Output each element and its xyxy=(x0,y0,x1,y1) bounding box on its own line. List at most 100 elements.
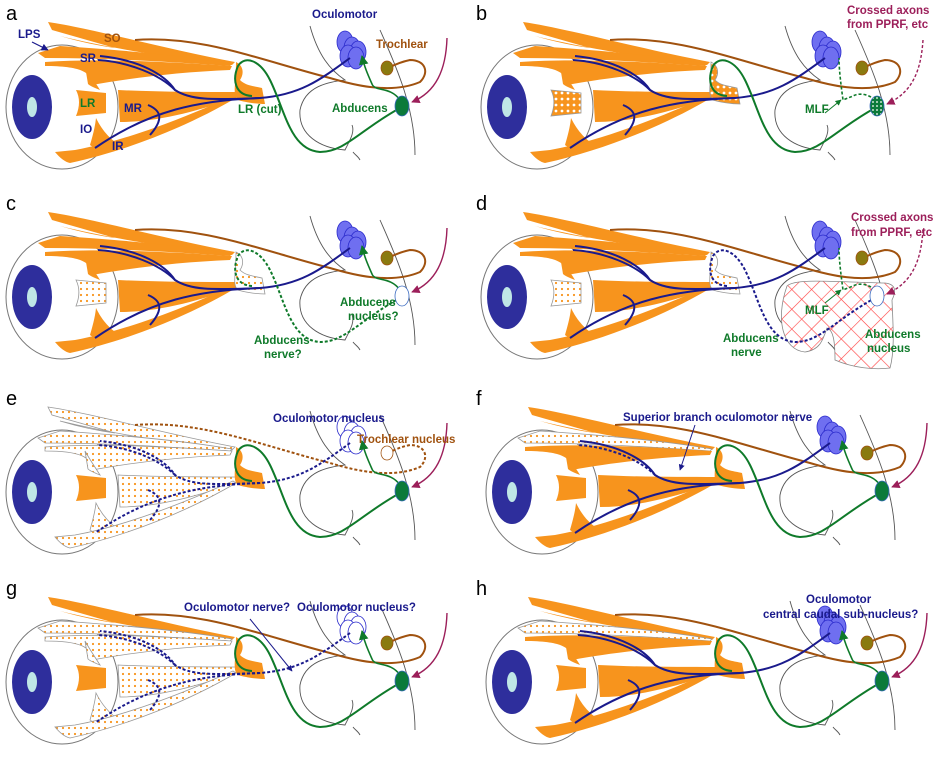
abducens-nerve xyxy=(709,249,876,344)
superior-rectus-insertion xyxy=(84,640,101,666)
label-trnuc: Trochlear nucleus xyxy=(357,434,455,446)
inferior-rectus-muscle xyxy=(530,286,711,353)
pupil xyxy=(507,672,517,692)
oculomotor-superior-branch xyxy=(572,59,651,91)
oculomotor-mr-branch xyxy=(627,679,641,711)
oculomotor-nucleus-lobe xyxy=(347,621,365,645)
panel-content xyxy=(5,597,448,745)
abducens-interneuron-axon xyxy=(358,630,401,676)
superior-rectus-insertion xyxy=(85,256,100,280)
panel-letter: e xyxy=(6,388,17,410)
oculomotor-nucleus-lobe xyxy=(347,46,365,70)
pprf-input-arrow xyxy=(886,229,924,295)
oculomotor-mr-branch xyxy=(622,294,636,326)
trochlear-nerve xyxy=(614,613,907,665)
panel-letter: a xyxy=(6,3,18,25)
label-abdnerve2: nerve? xyxy=(264,349,302,361)
label-abdnuc2: nucleus xyxy=(867,343,910,355)
brainstem-tip xyxy=(832,536,841,546)
panel-content xyxy=(480,22,924,170)
oculomotor-nerve xyxy=(574,245,826,291)
pprf-input-arrow xyxy=(886,39,924,105)
panel-content xyxy=(485,407,928,555)
brainstem-tip xyxy=(827,151,836,161)
label-ocnerve: Oculomotor nerve? xyxy=(184,602,290,614)
inferior-rectus-muscle xyxy=(54,670,237,739)
oculomotor-inferior-branch xyxy=(94,97,261,149)
levator-palpebrae-muscle xyxy=(517,430,713,452)
trochlear-nerve xyxy=(609,38,902,90)
label-cc2: central caudal sub-nucleus? xyxy=(763,609,918,621)
oculomotor-mr-branch xyxy=(147,489,161,521)
pprf-input-arrow xyxy=(411,612,448,678)
inferior-rectus-muscle xyxy=(535,481,716,548)
oculomotor-inferior-branch xyxy=(574,672,741,724)
trochlear-nucleus xyxy=(860,445,874,461)
superior-rectus-insertion xyxy=(560,256,575,280)
oculomotor-mr-branch xyxy=(147,294,161,326)
superior-oblique-muscle xyxy=(528,407,715,450)
panel-letter: h xyxy=(476,578,487,600)
oculomotor-inferior-branch xyxy=(569,287,736,339)
trochlear-nucleus xyxy=(380,250,394,266)
oculomotor-nerve xyxy=(99,630,351,676)
superior-rectus-insertion xyxy=(560,66,575,90)
abducens-nerve xyxy=(709,59,876,154)
inferior-oblique-muscle xyxy=(570,503,598,533)
abducens-nucleus xyxy=(394,95,410,117)
midline-curve xyxy=(859,414,896,541)
oculomotor-nerve xyxy=(99,245,351,291)
label-ocnuc: Oculomotor nucleus? xyxy=(297,602,416,614)
abducens-nucleus xyxy=(394,670,410,692)
pupil xyxy=(502,287,512,307)
oculomotor-nerve-pointer xyxy=(249,618,293,672)
abducens-interneuron-axon xyxy=(838,630,881,676)
midline-curve xyxy=(379,414,416,541)
superior-oblique-muscle xyxy=(48,212,235,255)
trochlear-nerve xyxy=(614,423,907,475)
pupil xyxy=(27,482,37,502)
panel-letter: f xyxy=(476,388,482,410)
midline-curve xyxy=(859,604,896,731)
inferior-rectus-muscle xyxy=(55,286,236,353)
lateral-rectus-stump xyxy=(76,90,106,116)
inferior-rectus-muscle xyxy=(535,671,716,738)
brainstem-tip xyxy=(352,536,361,546)
brainstem-tip xyxy=(352,341,361,351)
label-abdnuc2: nucleus? xyxy=(348,311,398,323)
trochlear-nerve xyxy=(609,228,902,280)
superior-rectus-insertion xyxy=(565,451,580,475)
superior-oblique-muscle xyxy=(48,597,235,640)
inferior-oblique-muscle xyxy=(90,118,118,148)
label-abdnerve1: Abducens xyxy=(254,335,310,347)
abducens-interneuron-axon xyxy=(358,440,401,486)
mlf-axon xyxy=(838,247,876,292)
lateral-rectus-stump xyxy=(75,279,107,307)
lateral-rectus-stump xyxy=(556,665,586,691)
label-crossed1: Crossed axons xyxy=(847,5,929,17)
inferior-rectus-muscle xyxy=(55,96,236,163)
abducens-nerve xyxy=(234,249,401,344)
abducens-interneuron-axon xyxy=(838,440,881,486)
panel-content xyxy=(5,22,448,170)
oculomotor-mr-branch xyxy=(622,104,636,136)
oculomotor-nerve xyxy=(99,440,351,486)
oculomotor-nucleus-lobe xyxy=(827,431,845,455)
lateral-rectus-stump xyxy=(76,475,106,501)
oculomotor-nucleus-lobe xyxy=(347,236,365,260)
oculomotor-inferior-branch xyxy=(569,97,736,149)
pupil xyxy=(27,672,37,692)
label-abducens: Abducens xyxy=(332,103,388,115)
label-supbranch: Superior branch oculomotor nerve xyxy=(623,412,812,424)
label-so: SO xyxy=(104,33,121,45)
trochlear-nucleus xyxy=(855,60,869,76)
brainstem-outline xyxy=(299,410,354,536)
abducens-nucleus xyxy=(869,285,885,307)
label-crossed2: from PPRF, etc xyxy=(851,227,933,239)
label-trochlear: Trochlear xyxy=(376,39,428,51)
